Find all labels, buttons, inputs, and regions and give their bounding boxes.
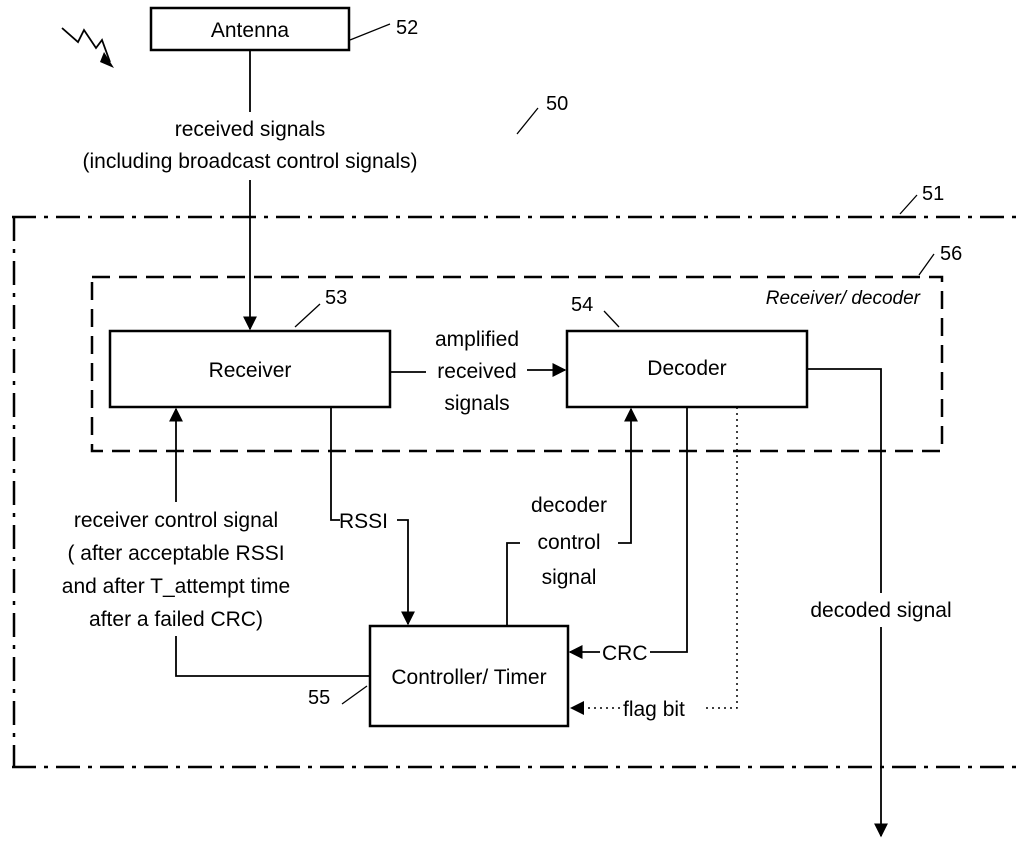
- amplified-label-2: received: [437, 360, 516, 383]
- receiver-control-connector: receiver control signal ( after acceptab…: [62, 407, 370, 677]
- receiver-control-label-1: receiver control signal: [74, 509, 278, 532]
- amplified-signals-connector: amplified received signals: [390, 328, 567, 415]
- device-boundary: [12, 215, 1020, 769]
- decoded-signal-connector: decoded signal: [807, 368, 952, 838]
- receiver-decoder-boundary: [90, 275, 944, 453]
- ref-53: 53: [325, 287, 347, 309]
- lightning-icon: [61, 27, 114, 68]
- crc-connector: CRC: [568, 407, 688, 665]
- amplified-label-1: amplified: [435, 328, 519, 351]
- received-signals-detail: (including broadcast control signals): [82, 150, 417, 173]
- decoder-control-label-3: signal: [542, 566, 597, 589]
- ref-51: 51: [922, 183, 944, 205]
- crc-label: CRC: [602, 642, 648, 665]
- amplified-label-3: signals: [444, 392, 509, 415]
- received-signals-connector: received signals (including broadcast co…: [82, 50, 418, 331]
- antenna-label: Antenna: [211, 19, 290, 42]
- decoder-control-label-1: decoder: [531, 494, 607, 517]
- ref-54: 54: [571, 294, 593, 316]
- receiver-control-label-3: and after T_attempt time: [62, 575, 290, 598]
- decoder-label: Decoder: [647, 357, 726, 380]
- ref-56: 56: [940, 243, 962, 265]
- flag-bit-label: flag bit: [623, 698, 685, 721]
- decoder-block: Decoder: [565, 329, 809, 409]
- controller-timer-label: Controller/ Timer: [391, 666, 546, 689]
- receiver-label: Receiver: [209, 359, 292, 382]
- controller-timer-block: Controller/ Timer: [368, 624, 570, 728]
- decoded-signal-label: decoded signal: [810, 599, 951, 622]
- decoder-control-connector: decoder control signal: [506, 407, 638, 626]
- receiver-decoder-label: Receiver/ decoder: [766, 288, 921, 309]
- ref-52: 52: [396, 17, 418, 39]
- rssi-label: RSSI: [339, 510, 388, 533]
- received-signals-label: received signals: [175, 118, 326, 141]
- ref-55: 55: [308, 687, 330, 709]
- receiver-control-label-4: after a failed CRC): [89, 608, 263, 631]
- flag-bit-connector: flag bit: [570, 407, 738, 721]
- ref-50: 50: [546, 93, 568, 115]
- rssi-connector: RSSI: [330, 407, 415, 626]
- reference-numerals: 52 50 51 56 53 54 55: [294, 17, 962, 709]
- receiver-control-label-2: ( after acceptable RSSI: [67, 542, 284, 565]
- antenna-block: Antenna: [149, 6, 351, 52]
- decoder-control-label-2: control: [537, 531, 600, 554]
- receiver-block: Receiver: [108, 329, 392, 409]
